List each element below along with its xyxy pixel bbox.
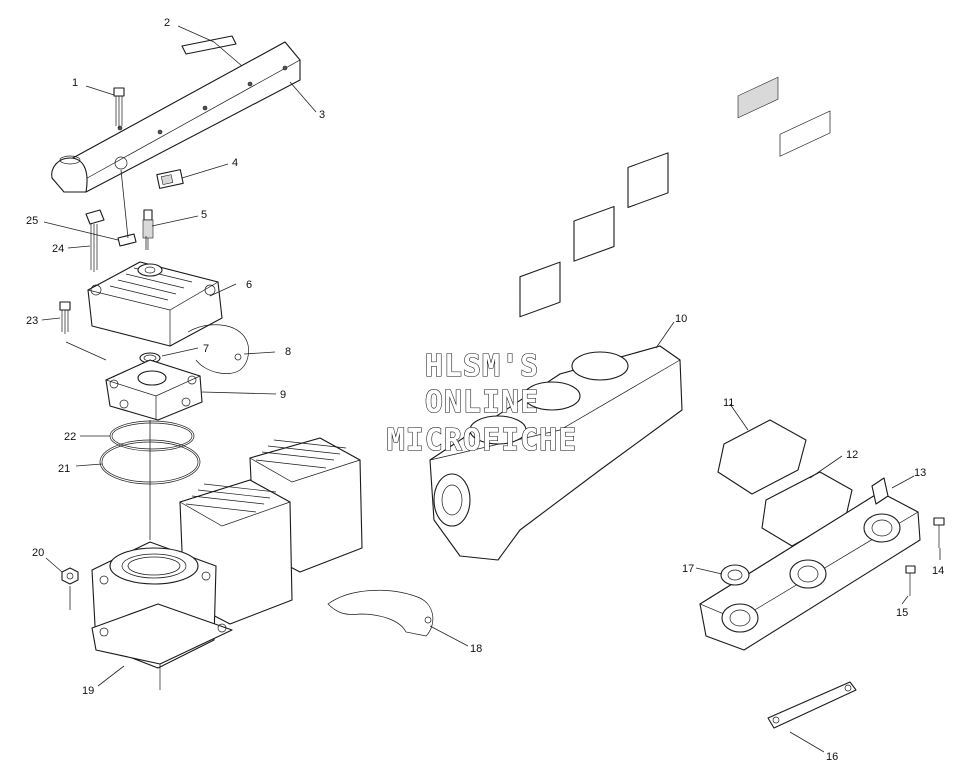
callout-3: 3 bbox=[319, 109, 325, 121]
callout-23: 23 bbox=[26, 315, 38, 327]
callout-1: 1 bbox=[72, 77, 78, 89]
part-11-reed-valve bbox=[717, 76, 807, 495]
callout-16: 16 bbox=[826, 751, 838, 763]
callout-5: 5 bbox=[201, 209, 207, 221]
part-5-spark-plug bbox=[142, 209, 154, 250]
part-3-manifold bbox=[51, 41, 301, 193]
callout-21: 21 bbox=[58, 463, 70, 475]
callout-6: 6 bbox=[246, 279, 252, 291]
part-10-crankcase bbox=[429, 152, 683, 561]
part-24-long-bolt bbox=[85, 209, 105, 272]
callout-7: 7 bbox=[203, 343, 209, 355]
part-17-gasket bbox=[720, 564, 750, 586]
watermark-line-2: ONLINE bbox=[425, 385, 539, 420]
part-18-base-gasket bbox=[327, 589, 434, 637]
callout-24: 24 bbox=[52, 243, 64, 255]
callout-14: 14 bbox=[932, 565, 944, 577]
callout-8: 8 bbox=[285, 346, 291, 358]
callout-numbers: 1 2 3 4 5 6 7 8 9 10 11 12 13 14 15 16 1… bbox=[26, 17, 944, 763]
part-23-bolt bbox=[59, 301, 71, 334]
callout-4: 4 bbox=[232, 157, 238, 169]
part-2-decal bbox=[181, 35, 237, 55]
callout-19: 19 bbox=[82, 685, 94, 697]
part-4-sensor bbox=[156, 169, 184, 189]
part-25-washer bbox=[117, 233, 137, 247]
callout-13: 13 bbox=[914, 467, 926, 479]
callout-22: 22 bbox=[64, 431, 76, 443]
part-15-screw bbox=[905, 565, 916, 596]
part-19-cylinders bbox=[91, 437, 363, 690]
callout-2: 2 bbox=[164, 17, 170, 29]
callout-10: 10 bbox=[675, 313, 687, 325]
callout-17: 17 bbox=[682, 563, 694, 575]
part-16-strap bbox=[767, 681, 857, 729]
callout-12: 12 bbox=[846, 449, 858, 461]
part-6-head-cover bbox=[87, 261, 223, 347]
callout-15: 15 bbox=[896, 607, 908, 619]
part-8-gasket bbox=[187, 324, 249, 374]
callout-20: 20 bbox=[32, 547, 44, 559]
part-14-screw bbox=[933, 517, 945, 548]
part-9-cylinder-head bbox=[105, 359, 203, 421]
part-1-bolt bbox=[113, 87, 125, 128]
watermark: HLSM'S ONLINE MICROFICHE bbox=[386, 348, 578, 458]
callout-11: 11 bbox=[723, 397, 734, 409]
watermark-line-1: HLSM'S bbox=[425, 349, 539, 384]
leader-lines bbox=[41, 25, 941, 753]
part-20-nut bbox=[61, 567, 79, 585]
callout-25: 25 bbox=[26, 215, 38, 227]
watermark-line-3: MICROFICHE bbox=[387, 423, 578, 458]
part-13-intake-manifold bbox=[699, 477, 921, 651]
callout-9: 9 bbox=[280, 389, 286, 401]
callout-18: 18 bbox=[470, 643, 482, 655]
